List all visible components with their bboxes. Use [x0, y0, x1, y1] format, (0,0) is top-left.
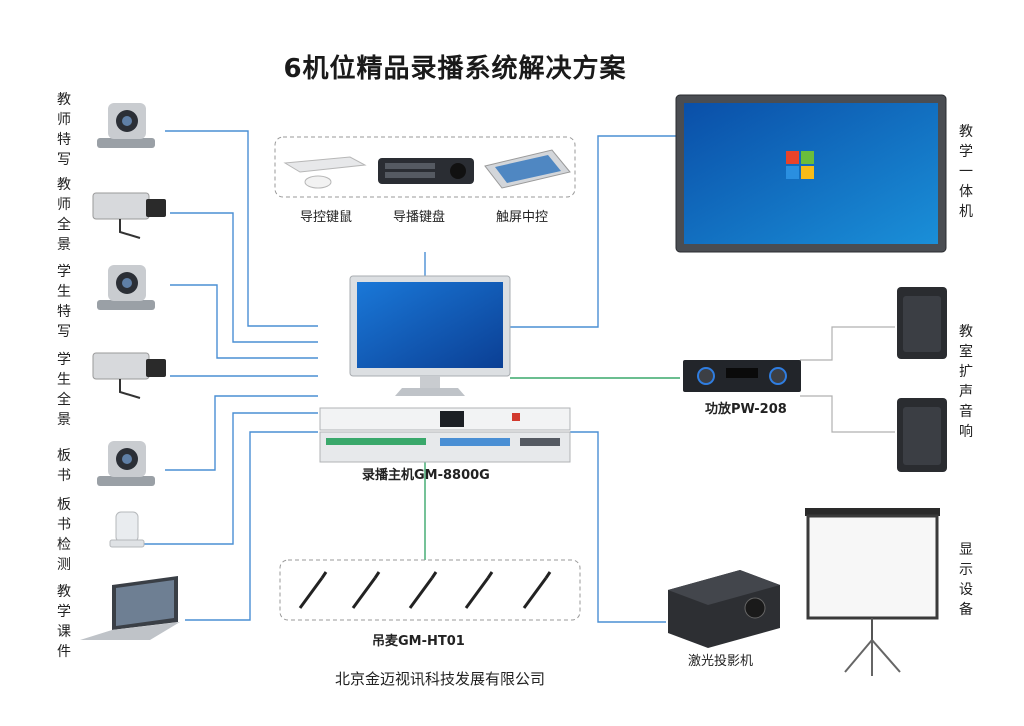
monitor-icon — [349, 275, 511, 396]
label-projector: 激光投影机 — [688, 654, 754, 669]
projector-icon — [668, 570, 780, 648]
label-speakers: 教室扩声音响 — [959, 324, 973, 440]
mic-group-frame — [279, 559, 581, 621]
diagram-title: 6机位精品录播系统解决方案 — [283, 54, 627, 84]
recorder-unit-icon — [319, 407, 571, 463]
label-courseware: 教学课件 — [57, 584, 71, 660]
ptz-camera-icon — [97, 103, 155, 148]
keyboard-mouse-icon — [283, 156, 367, 189]
speaker-icon — [897, 287, 947, 359]
laptop-icon — [80, 576, 180, 640]
label-board: 板书 — [57, 448, 71, 484]
interactive-display-icon — [675, 94, 947, 253]
label-keyboard-mouse: 导控键鼠 — [300, 210, 353, 225]
box-camera-icon — [92, 192, 166, 239]
ptz-camera-icon — [97, 265, 155, 310]
audio-links — [424, 377, 680, 560]
touch-panel-icon — [484, 149, 571, 189]
label-student-wide: 学生全景 — [57, 352, 71, 428]
amplifier-icon — [683, 360, 801, 392]
label-teacher-wide: 教师全景 — [57, 177, 71, 253]
label-touch-panel: 触屏中控 — [496, 210, 549, 225]
label-all-in-one: 教学一体机 — [959, 124, 973, 220]
control-group-frame — [274, 136, 576, 198]
ptz-camera-icon — [97, 441, 155, 486]
projection-screen-icon — [805, 508, 940, 676]
label-recorder: 录播主机GM-8800G — [362, 468, 490, 483]
director-keyboard-icon — [378, 158, 474, 184]
label-display: 显示设备 — [959, 542, 973, 618]
box-camera-icon — [92, 352, 166, 399]
company-name: 北京金迈视讯科技发展有限公司 — [334, 670, 545, 688]
label-teacher-close: 教师特写 — [57, 92, 71, 168]
label-board-detect: 板书检测 — [57, 497, 71, 573]
speaker-icon — [897, 398, 947, 472]
label-mics: 吊麦GM-HT01 — [372, 634, 465, 649]
label-student-close: 学生特写 — [57, 264, 71, 340]
speaker-links — [800, 326, 895, 433]
hanging-mic-icons — [298, 571, 552, 609]
input-links — [140, 130, 676, 623]
label-amplifier: 功放PW-208 — [705, 402, 787, 417]
board-sensor-icon — [109, 511, 145, 548]
label-director-keyboard: 导播键盘 — [393, 210, 446, 225]
